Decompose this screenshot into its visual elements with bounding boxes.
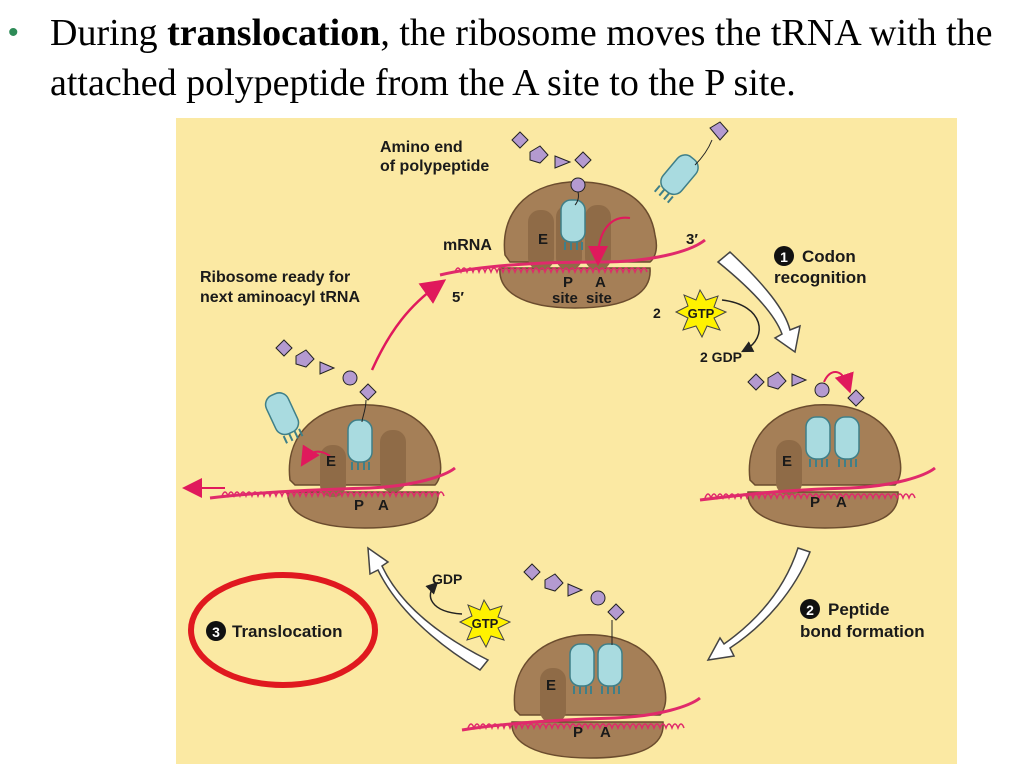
- step1-number: 1: [780, 249, 788, 265]
- polypeptide-right: [747, 371, 865, 407]
- mrna-right: [699, 466, 936, 502]
- site-p-right: P: [810, 494, 820, 511]
- mrna-right-codons: [704, 493, 916, 501]
- site-e-left: E: [326, 453, 336, 470]
- step3-badge: [206, 621, 226, 641]
- bullet-marker: •: [8, 16, 19, 49]
- five-prime-label: 5′: [452, 289, 464, 306]
- step2-label-1: Peptide: [828, 600, 889, 619]
- ribosome-left: [287, 404, 442, 529]
- gtp-burst-1: GTP: [674, 288, 728, 339]
- ribosome-bottom: [511, 634, 667, 759]
- gdp-label-2: GDP: [432, 571, 462, 587]
- polypeptide-bottom: [523, 563, 625, 645]
- trna-p-bottom: [569, 643, 595, 695]
- gtp-to-gdp-arrow-2: [425, 581, 463, 615]
- gtp-burst-2: GTP: [458, 598, 512, 649]
- mrna-left-codons: [221, 491, 445, 499]
- bullet-text: • During translocation, the ribosome mov…: [8, 8, 1008, 108]
- amino-end-label-2: of polypeptide: [380, 158, 489, 175]
- site-word-a: site: [586, 290, 612, 307]
- cycle-arrow-3: [367, 546, 490, 671]
- step2-badge: [800, 599, 820, 619]
- incoming-trna-top: [650, 121, 729, 206]
- bullet-text-after: , the ribosome moves the tRNA with the a…: [50, 12, 993, 104]
- trna-exit-arrow: [300, 444, 331, 467]
- trna-p-right: [805, 416, 831, 468]
- mrna-top-codons: [454, 267, 648, 275]
- site-a-right: A: [836, 494, 847, 511]
- trna-a-bottom: [597, 643, 623, 695]
- mrna-bottom: [461, 696, 701, 732]
- trna-p-top: [560, 199, 586, 251]
- gtp-count: 2: [653, 305, 661, 321]
- step3-label: Translocation: [232, 622, 343, 641]
- amino-end-label-1: Amino end: [380, 139, 463, 156]
- site-e-right: E: [782, 453, 792, 470]
- ready-label-1: Ribosome ready for: [200, 269, 350, 286]
- gtp-label-1: GTP: [688, 306, 715, 321]
- arrow-trna-entry: [588, 216, 631, 266]
- polypeptide-left: [275, 339, 377, 423]
- site-word-p: site: [552, 290, 578, 307]
- site-e-top: E: [538, 231, 548, 248]
- site-a-left: A: [378, 497, 389, 514]
- site-p-bottom: P: [573, 724, 583, 741]
- step1-badge: [774, 246, 794, 266]
- step1-label-2: recognition: [774, 268, 867, 287]
- site-p-top: P: [563, 274, 573, 291]
- ribosome-top: [499, 181, 658, 309]
- bullet-text-bold: translocation: [167, 12, 381, 54]
- site-p-left: P: [354, 497, 364, 514]
- mrna-bottom-codons: [467, 723, 685, 731]
- site-a-bottom: A: [600, 724, 611, 741]
- gtp-label-2: GTP: [472, 616, 499, 631]
- gdp-label-1: 2 GDP: [700, 349, 742, 365]
- step1-label-1: Codon: [802, 247, 856, 266]
- three-prime-label: 3′: [686, 231, 698, 248]
- site-e-bottom: E: [546, 677, 556, 694]
- step2-label-2: bond formation: [800, 622, 925, 641]
- gtp-to-gdp-arrow-1: [721, 299, 760, 353]
- trna-p-left: [347, 419, 373, 471]
- step3-number: 3: [212, 624, 220, 640]
- cycle-arrow-2: [706, 547, 811, 661]
- bullet-text-before: During: [50, 12, 168, 54]
- translocation-highlight-circle: [188, 572, 378, 688]
- ribosome-right: [747, 404, 902, 529]
- peptide-transfer-arrow: [823, 371, 854, 394]
- ready-label-2: next aminoacyl tRNA: [200, 289, 360, 306]
- cycle-arrow-1: [716, 250, 801, 354]
- step2-number: 2: [806, 602, 814, 618]
- trna-a-right: [834, 416, 860, 468]
- return-arrow: [370, 279, 447, 371]
- polypeptide-top: [511, 131, 592, 206]
- site-a-top: A: [595, 274, 606, 291]
- bullet-body: During translocation, the ribosome moves…: [8, 8, 1008, 108]
- mrna-label: mRNA: [443, 237, 492, 254]
